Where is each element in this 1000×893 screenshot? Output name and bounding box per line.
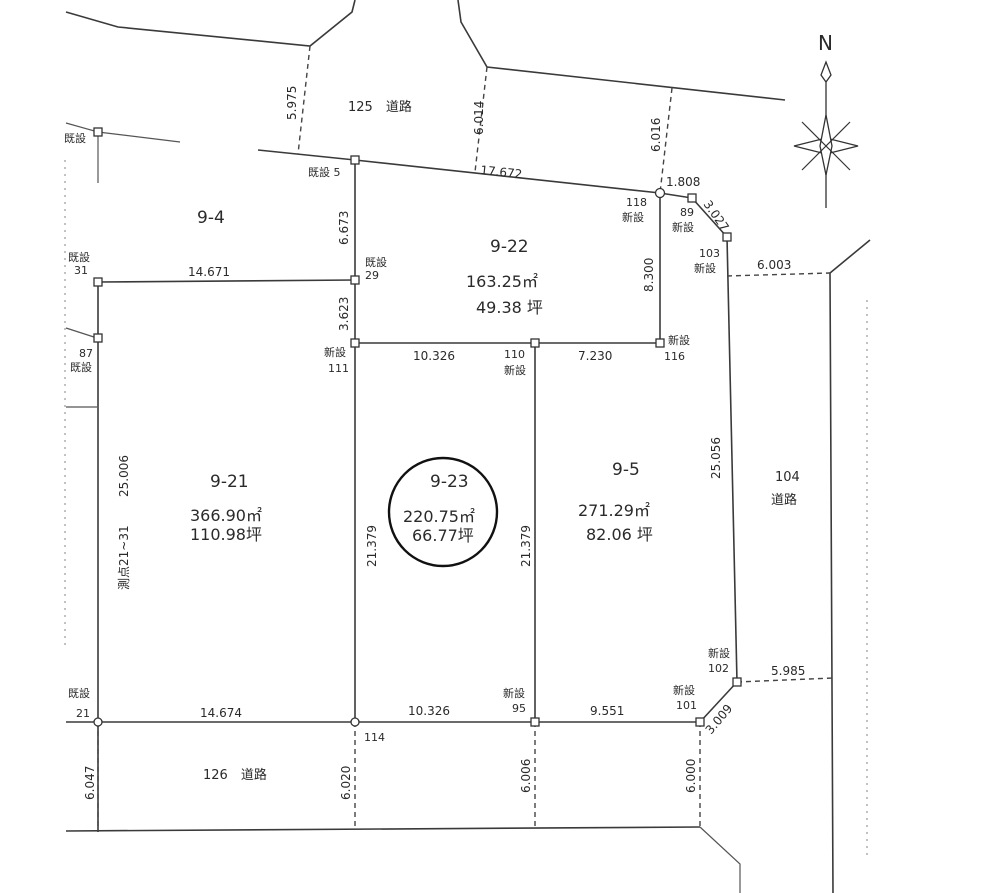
dim-89-103: 3.027 — [701, 198, 732, 234]
point-labels: 既設 既設 5 既設 31 既設 29 87 既設 新設 111 110 新設 … — [64, 131, 730, 744]
dim-west-edge: 25.006 — [117, 455, 131, 497]
dim-road125-mid: 6.014 — [472, 101, 486, 135]
point-102-number: 102 — [708, 662, 729, 675]
dim-31-29: 14.671 — [188, 265, 230, 279]
dim-west-note: 測点21~31 — [117, 525, 131, 590]
lot-9-23-area-tsubo: 66.77坪 — [412, 526, 474, 545]
lot-9-21-area-m2: 366.90㎡ — [190, 506, 262, 525]
lot-boundaries — [97, 160, 738, 832]
point-31-status: 既設 — [68, 250, 90, 264]
point-101-number: 101 — [676, 699, 697, 712]
dim-road126-101: 6.000 — [684, 759, 698, 793]
lot-9-23-area-m2: 220.75㎡ — [403, 507, 475, 526]
lot-9-21-area-tsubo: 110.98坪 — [190, 525, 262, 544]
dimension-labels: 17.672 1.808 3.027 14.671 10.326 7.230 6… — [83, 86, 805, 800]
lot-9-22-label[interactable]: 9-22 — [490, 237, 529, 257]
point-29-number: 29 — [365, 269, 379, 282]
lot-9-22-area-tsubo: 49.38 坪 — [476, 298, 543, 317]
lot-9-5-label[interactable]: 9-5 — [612, 460, 640, 480]
point-116-status: 新設 — [668, 333, 690, 347]
lot-9-5-area-m2: 271.29㎡ — [578, 501, 650, 520]
point-103-number: 103 — [699, 247, 720, 260]
north-boundary — [257, 149, 693, 199]
road-labels: 125 道路 104 道路 126 道路 — [203, 99, 800, 783]
dim-road126-114: 6.020 — [339, 766, 353, 800]
lot-9-4-label[interactable]: 9-4 — [197, 208, 225, 228]
point-114-number: 114 — [364, 731, 385, 744]
dim-110-116: 7.230 — [578, 349, 612, 363]
point-110-status: 新設 — [504, 363, 526, 377]
point-kisetsu-label: 既設 — [64, 131, 86, 145]
road-width-lines — [97, 45, 834, 831]
point-116-number: 116 — [664, 350, 685, 363]
point-118-status: 新設 — [622, 210, 644, 224]
point-101-status: 新設 — [673, 683, 695, 697]
point-111-number: 111 — [328, 362, 349, 375]
point-21-status: 既設 — [68, 686, 90, 700]
dim-95-101: 9.551 — [590, 704, 624, 718]
point-95-status: 新設 — [503, 686, 525, 700]
dim-118-89: 1.808 — [666, 175, 700, 189]
point-87-number: 87 — [79, 347, 93, 360]
point-118-number: 118 — [626, 196, 647, 209]
north-label: N — [818, 31, 833, 55]
survey-markers — [93, 127, 742, 727]
point-110-number: 110 — [504, 348, 525, 361]
road-104-number: 104 — [775, 470, 800, 485]
point-29-status: 既設 — [365, 255, 387, 269]
dim-118-116: 8.300 — [642, 258, 656, 292]
lot-9-21-label[interactable]: 9-21 — [210, 472, 249, 492]
selected-lot-highlight — [387, 456, 499, 568]
dim-29-111: 3.623 — [337, 297, 351, 331]
point-103-status: 新設 — [694, 261, 716, 275]
dim-102-road: 5.985 — [771, 664, 805, 678]
road-125-label: 125 道路 — [348, 99, 412, 115]
dim-lot23-right: 21.379 — [519, 525, 533, 567]
point-95-number: 95 — [512, 702, 526, 715]
lot-9-5-area-tsubo: 82.06 坪 — [586, 525, 653, 544]
dim-north-edge: 17.672 — [480, 163, 523, 181]
point-89-status: 新設 — [672, 220, 694, 234]
dim-lot23-left: 21.379 — [365, 525, 379, 567]
lot-labels[interactable]: 9-4 9-21 366.90㎡ 110.98坪 9-22 163.25㎡ 49… — [190, 208, 653, 545]
point-87-status: 既設 — [70, 360, 92, 374]
lot-9-22-area-m2: 163.25㎡ — [466, 272, 538, 291]
dim-road126-95: 6.006 — [519, 759, 533, 793]
road-126-label: 126 道路 — [203, 767, 267, 783]
neighbor-boundaries — [64, 0, 871, 893]
lot-9-23-label[interactable]: 9-23 — [430, 472, 469, 492]
point-21-number: 21 — [76, 707, 90, 720]
dim-101-102: 3.009 — [703, 702, 736, 737]
point-5-label: 既設 5 — [308, 165, 341, 179]
dim-5-29: 6.673 — [337, 211, 351, 245]
dim-road125-right: 6.016 — [649, 118, 663, 152]
road-104-name: 道路 — [771, 492, 797, 508]
dim-east-edge: 25.056 — [709, 437, 723, 479]
north-arrow-icon: N — [793, 31, 859, 208]
dim-21-114: 14.674 — [200, 706, 242, 720]
point-102-status: 新設 — [708, 646, 730, 660]
dim-road126-left: 6.047 — [83, 766, 97, 800]
point-89-number: 89 — [680, 206, 694, 219]
dim-114-95: 10.326 — [408, 704, 450, 718]
dim-111-110: 10.326 — [413, 349, 455, 363]
point-31-number: 31 — [74, 264, 88, 277]
dim-103-road: 6.003 — [757, 258, 791, 272]
dim-road125-left: 5.975 — [285, 86, 299, 120]
point-111-status: 新設 — [324, 345, 346, 359]
